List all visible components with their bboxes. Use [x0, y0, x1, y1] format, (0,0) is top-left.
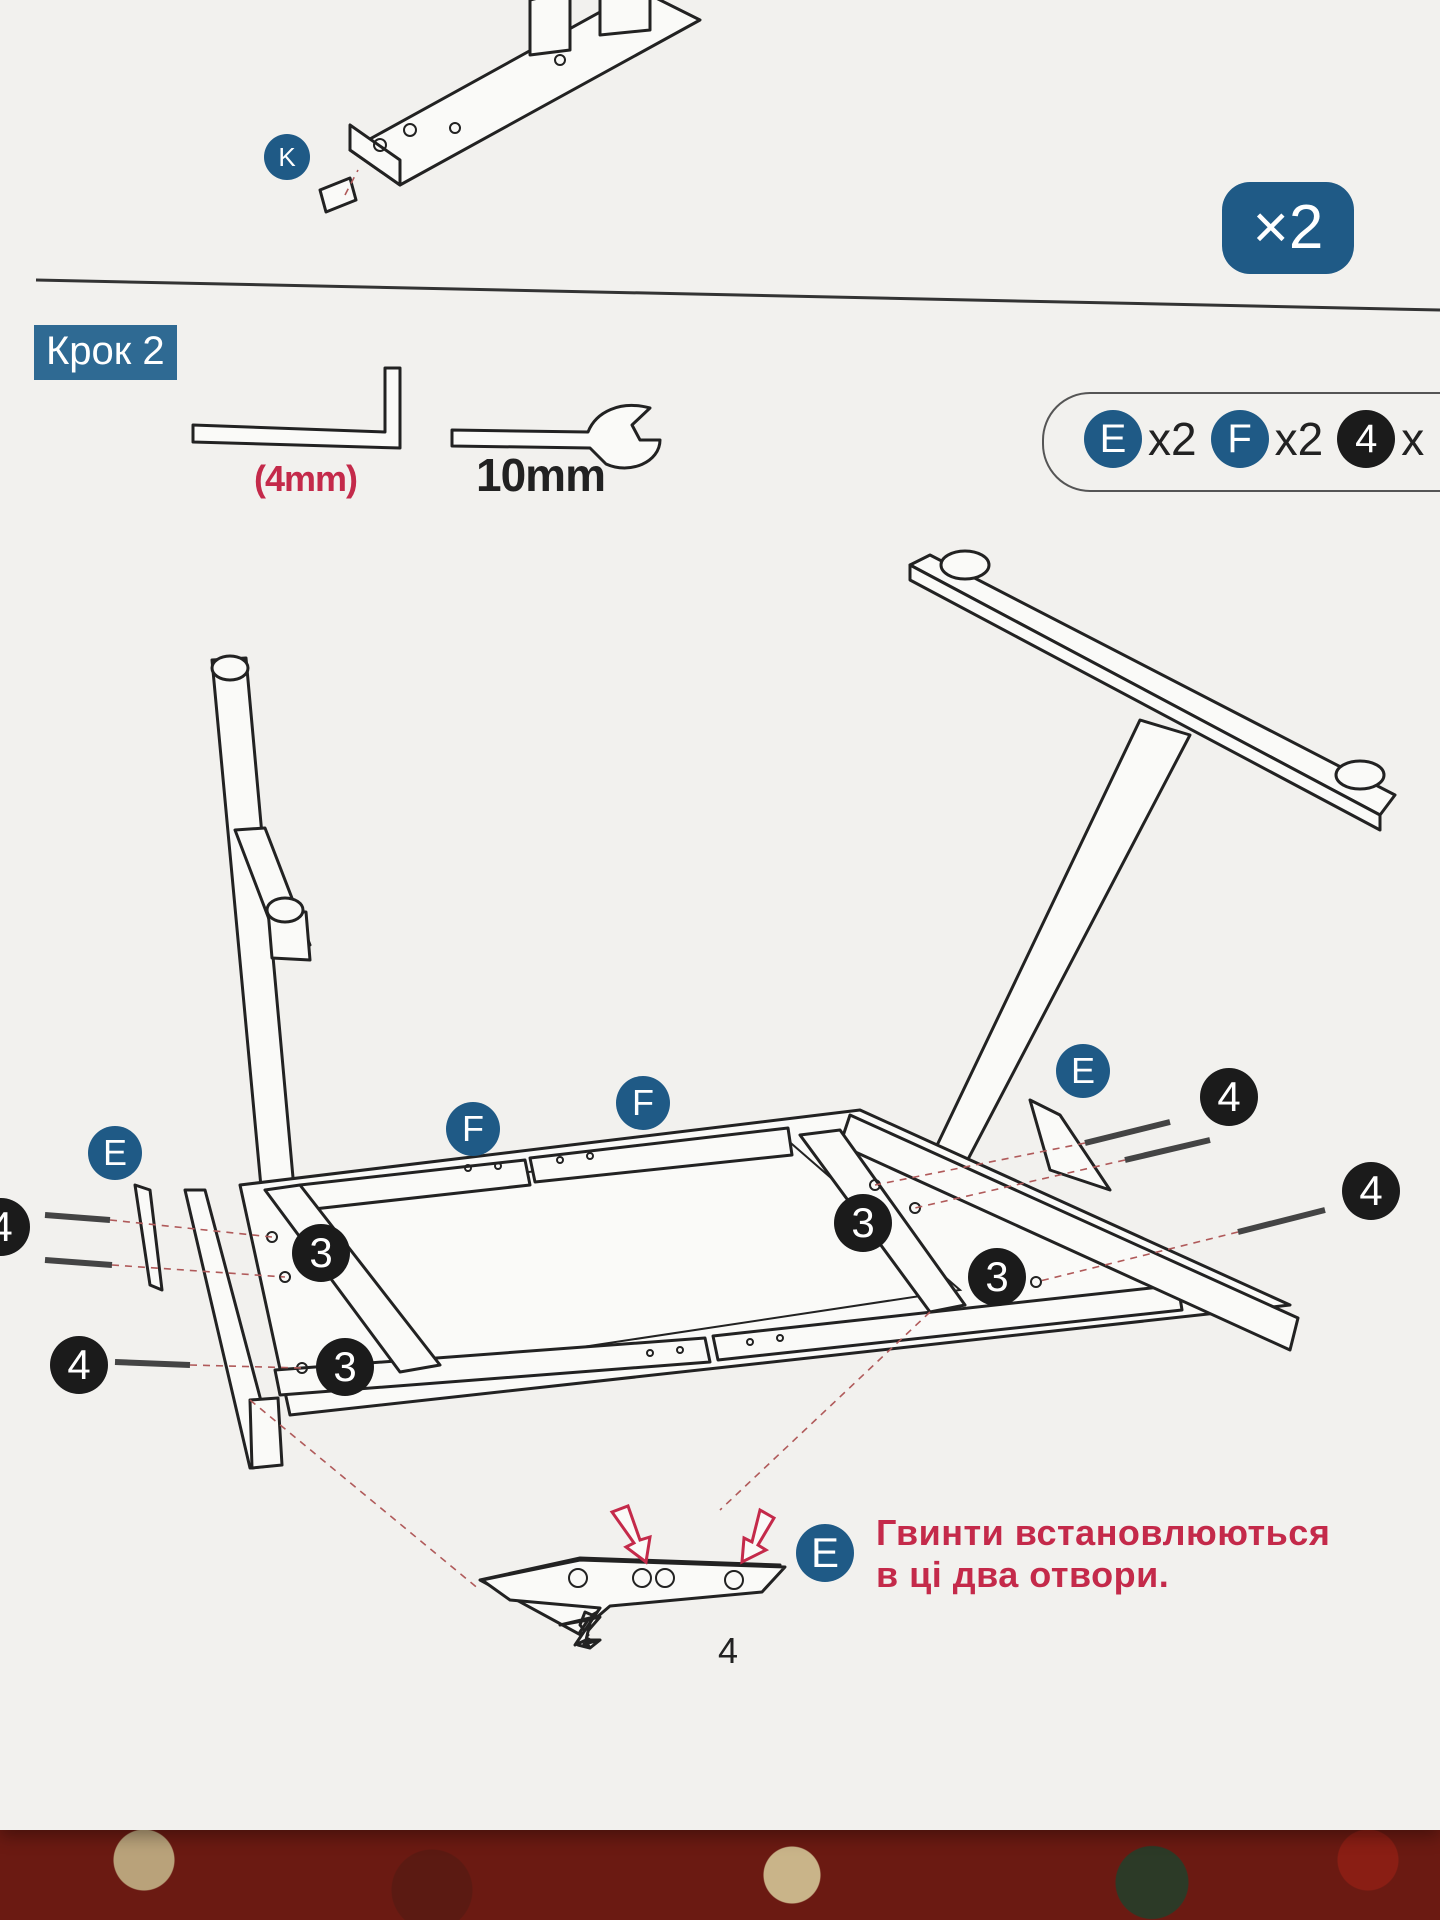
- part-e-badge: E: [1084, 410, 1142, 468]
- arrow-hole-1-icon: [609, 1504, 652, 1565]
- note-line-1: Гвинти встановлюються: [876, 1512, 1331, 1553]
- parts-list-box: [1042, 392, 1440, 492]
- arrow-hole-2-icon: [740, 1507, 777, 1565]
- screw-holes-note: Гвинти встановлюються в ці два отвори.: [876, 1512, 1330, 1596]
- callout-4-right: 4: [1342, 1162, 1400, 1220]
- quantity-x2-badge: ×2: [1222, 182, 1354, 274]
- part-k-badge: K: [264, 134, 310, 180]
- callout-e-left: E: [88, 1126, 142, 1180]
- wrench-icon: [450, 404, 662, 470]
- allen-key-size-label: (4mm): [254, 458, 358, 499]
- callout-e-right: E: [1056, 1044, 1110, 1098]
- callout-3-left-bottom: 3: [316, 1338, 374, 1396]
- allen-key-icon: [191, 366, 402, 450]
- note-line-2: в ці два отвори.: [876, 1554, 1170, 1595]
- callout-3-right-bottom: 3: [968, 1248, 1026, 1306]
- desk-frame-drawing: [44, 549, 1397, 1591]
- detail-e-badge: E: [796, 1524, 854, 1582]
- section-divider: [35, 278, 1440, 312]
- part-4-qty: x: [1401, 413, 1425, 465]
- page-number: 4: [718, 1630, 739, 1671]
- bracket-detail-drawing: [478, 1504, 787, 1650]
- callout-3-right-top: 3: [834, 1194, 892, 1252]
- step-label: Крок 2: [34, 325, 177, 380]
- assembly-drawing: [35, 0, 1440, 1650]
- top-leg-drawing: [318, 0, 702, 214]
- wrench-size-label: 10mm: [476, 449, 606, 501]
- part-e-qty: x2: [1148, 413, 1197, 465]
- parts-list: E x2 F x2 4 x: [1084, 410, 1432, 468]
- callout-4-right-top: 4: [1200, 1068, 1258, 1126]
- part-f-qty: x2: [1274, 413, 1324, 465]
- part-f-badge: F: [1210, 410, 1269, 468]
- callout-f-right: F: [616, 1076, 670, 1130]
- part-4-badge: 4: [1337, 410, 1396, 468]
- callout-4-left-low: 4: [50, 1336, 108, 1394]
- callout-f-left: F: [446, 1102, 500, 1156]
- callout-3-left-top: 3: [292, 1224, 350, 1282]
